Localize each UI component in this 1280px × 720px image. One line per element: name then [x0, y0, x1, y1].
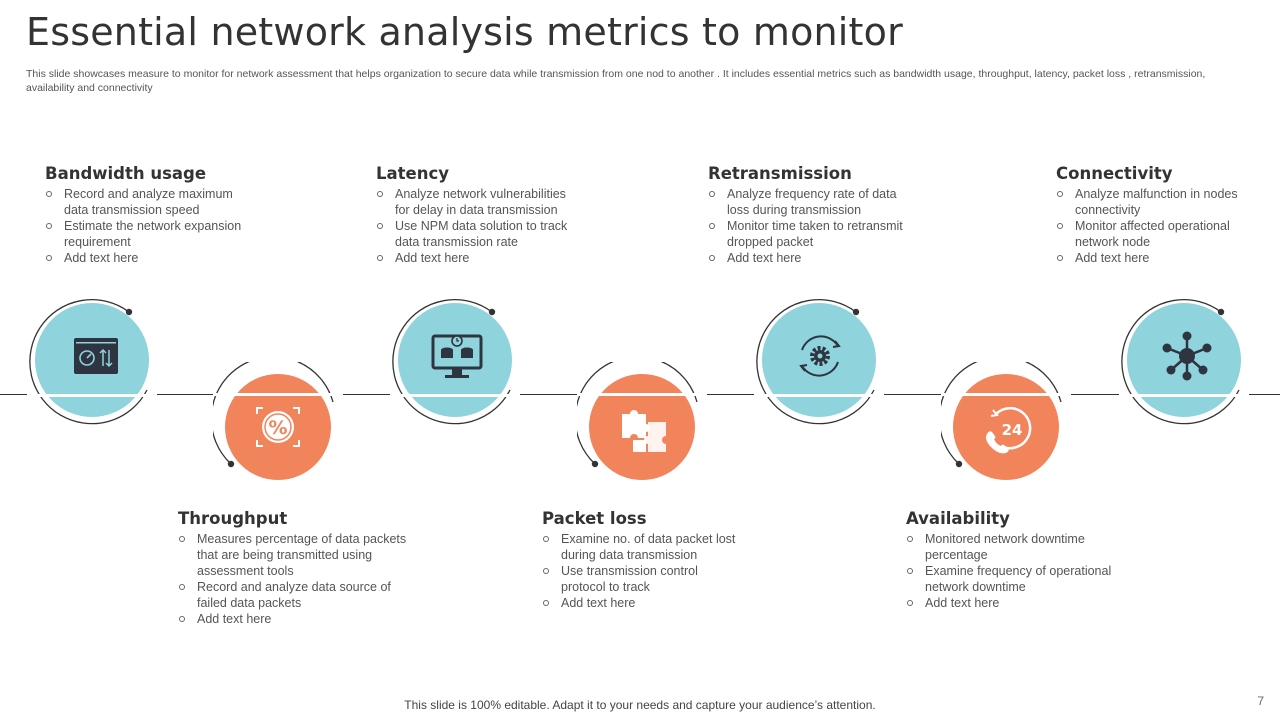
metric-bullet: Analyze malfunction in nodes connectivit… — [1056, 186, 1256, 218]
metric-bullet: Analyze frequency rate of data loss duri… — [708, 186, 918, 218]
monitor-database-clock-icon — [431, 334, 483, 378]
percentage-icon: % — [256, 407, 300, 447]
metric-bullet: Monitored network downtime percentage — [906, 531, 1116, 563]
page-subtitle: This slide showcases measure to monitor … — [26, 68, 1206, 94]
metric-bullet: Use NPM data solution to track data tran… — [376, 218, 576, 250]
metric-block-availability: Availability Monitored network downtime … — [906, 509, 1116, 611]
page-number: 7 — [1257, 694, 1264, 708]
metric-title: Throughput — [178, 509, 288, 528]
metric-title: Latency — [376, 164, 450, 183]
svg-text:%: % — [268, 417, 287, 439]
dashboard-speed-icon — [74, 338, 118, 374]
metric-block-retransmission: Retransmission Analyze frequency rate of… — [708, 164, 918, 266]
metric-bullet: Monitor time taken to retransmit dropped… — [708, 218, 918, 250]
metric-bullet: Monitor affected operational network nod… — [1056, 218, 1256, 250]
page-title: Essential network analysis metrics to mo… — [26, 10, 903, 54]
metric-bullet: Add text here — [1056, 250, 1256, 266]
metric-block-throughput: Throughput Measures percentage of data p… — [178, 509, 408, 627]
metric-block-connectivity: Connectivity Analyze malfunction in node… — [1056, 164, 1256, 266]
metric-bullet: Add text here — [45, 250, 260, 266]
gear-cycle-icon — [799, 335, 841, 377]
metric-bullet: Record and analyze maximum data transmis… — [45, 186, 260, 218]
metric-bullet: Examine frequency of operational network… — [906, 563, 1116, 595]
packet-loss-node — [577, 362, 707, 492]
availability-node: 24 — [941, 362, 1071, 492]
svg-text:24: 24 — [1002, 421, 1023, 439]
metric-bullet: Add text here — [376, 250, 576, 266]
puzzle-icon — [622, 410, 666, 452]
metric-bullet: Examine no. of data packet lost during d… — [542, 531, 742, 563]
throughput-node: % — [213, 362, 343, 492]
metric-title: Connectivity — [1056, 164, 1173, 183]
metric-bullet: Add text here — [906, 595, 1116, 611]
metric-bullet: Estimate the network expansion requireme… — [45, 218, 260, 250]
metric-bullet: Measures percentage of data packets that… — [178, 531, 408, 579]
network-hub-icon — [1162, 331, 1212, 381]
footer-note: This slide is 100% editable. Adapt it to… — [404, 698, 876, 712]
connectivity-node — [1119, 298, 1249, 428]
retransmission-node — [754, 298, 884, 428]
metric-block-packet-loss: Packet loss Examine no. of data packet l… — [542, 509, 742, 611]
metric-bullet: Add text here — [542, 595, 742, 611]
bandwidth-node — [27, 298, 157, 428]
phone-24-icon: 24 — [986, 406, 1032, 454]
metric-title: Packet loss — [542, 509, 647, 528]
metric-bullet: Analyze network vulnerabilities for dela… — [376, 186, 576, 218]
metric-block-bandwidth: Bandwidth usage Record and analyze maxim… — [45, 164, 260, 266]
metric-bullet: Add text here — [178, 611, 408, 627]
metric-title: Availability — [906, 509, 1010, 528]
metric-block-latency: Latency Analyze network vulnerabilities … — [376, 164, 576, 266]
metric-bullet: Use transmission control protocol to tra… — [542, 563, 742, 595]
metric-title: Retransmission — [708, 164, 852, 183]
metric-bullet: Record and analyze data source of failed… — [178, 579, 408, 611]
metric-title: Bandwidth usage — [45, 164, 207, 183]
metric-bullet: Add text here — [708, 250, 918, 266]
latency-node — [390, 298, 520, 428]
